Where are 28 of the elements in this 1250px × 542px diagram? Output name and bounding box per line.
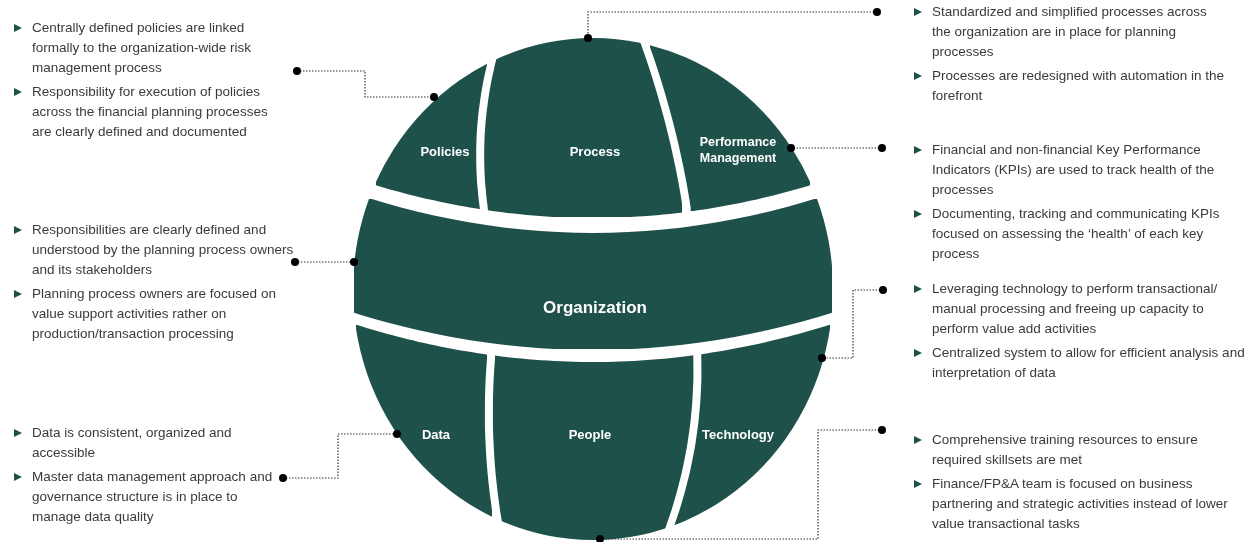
leader-line — [279, 430, 401, 482]
leader-line — [293, 67, 438, 101]
bullet-text: Documenting, tracking and communicating KPIs focused on assessing the ‘health’ of each key process — [932, 206, 1220, 261]
bullet-text: Comprehensive training resources to ensure required skillsets are met — [932, 432, 1198, 467]
bullet-text: Financial and non-financial Key Performance Indicators (KPIs) are used to track health of the processes — [932, 142, 1215, 197]
leader-line — [818, 286, 887, 362]
bullet-text: Responsibility for execution of policies across the financial planning processes are clearly defined and documented — [32, 84, 268, 139]
leader-line — [584, 8, 881, 42]
leader-line — [596, 426, 886, 542]
bullet-text: Standardized and simplified processes across the organization are in place for planning processes — [932, 4, 1207, 59]
segment-label: Policies — [420, 144, 470, 160]
bullet-text: Data is consistent, organized and accessible — [32, 425, 232, 460]
segment-label: Performance Management — [698, 134, 778, 166]
segment-label: Technology — [702, 427, 774, 443]
bullet-text: Finance/FP&A team is focused on business partnering and strategic activities instead of lower value transactional tasks — [932, 476, 1228, 531]
bullet-text: Planning process owners are focused on value support activities rather on production/transaction processing — [32, 286, 276, 341]
segment-label: Data — [421, 427, 451, 443]
bullet-text: Centrally defined policies are linked formally to the organization-wide risk management process — [32, 20, 252, 75]
leader-line — [291, 258, 358, 266]
segment-label: Process — [569, 144, 621, 160]
bullet-text: Leveraging technology to perform transactional/ manual processing and freeing up capacity to perform value add activities — [932, 281, 1218, 336]
bullet-text: Processes are redesigned with automation in the forefront — [932, 68, 1224, 103]
segment-label: Organization — [543, 300, 647, 316]
segment-label: People — [568, 427, 612, 443]
bullet-text: Responsibilities are clearly defined and understood by the planning process owners and its stakeholders — [32, 222, 294, 277]
bullet-text: Centralized system to allow for efficient analysis and interpretation of data — [932, 345, 1245, 380]
bullet-text: Master data management approach and governance structure is in place to manage data quality — [32, 469, 273, 524]
leader-line — [787, 144, 886, 152]
